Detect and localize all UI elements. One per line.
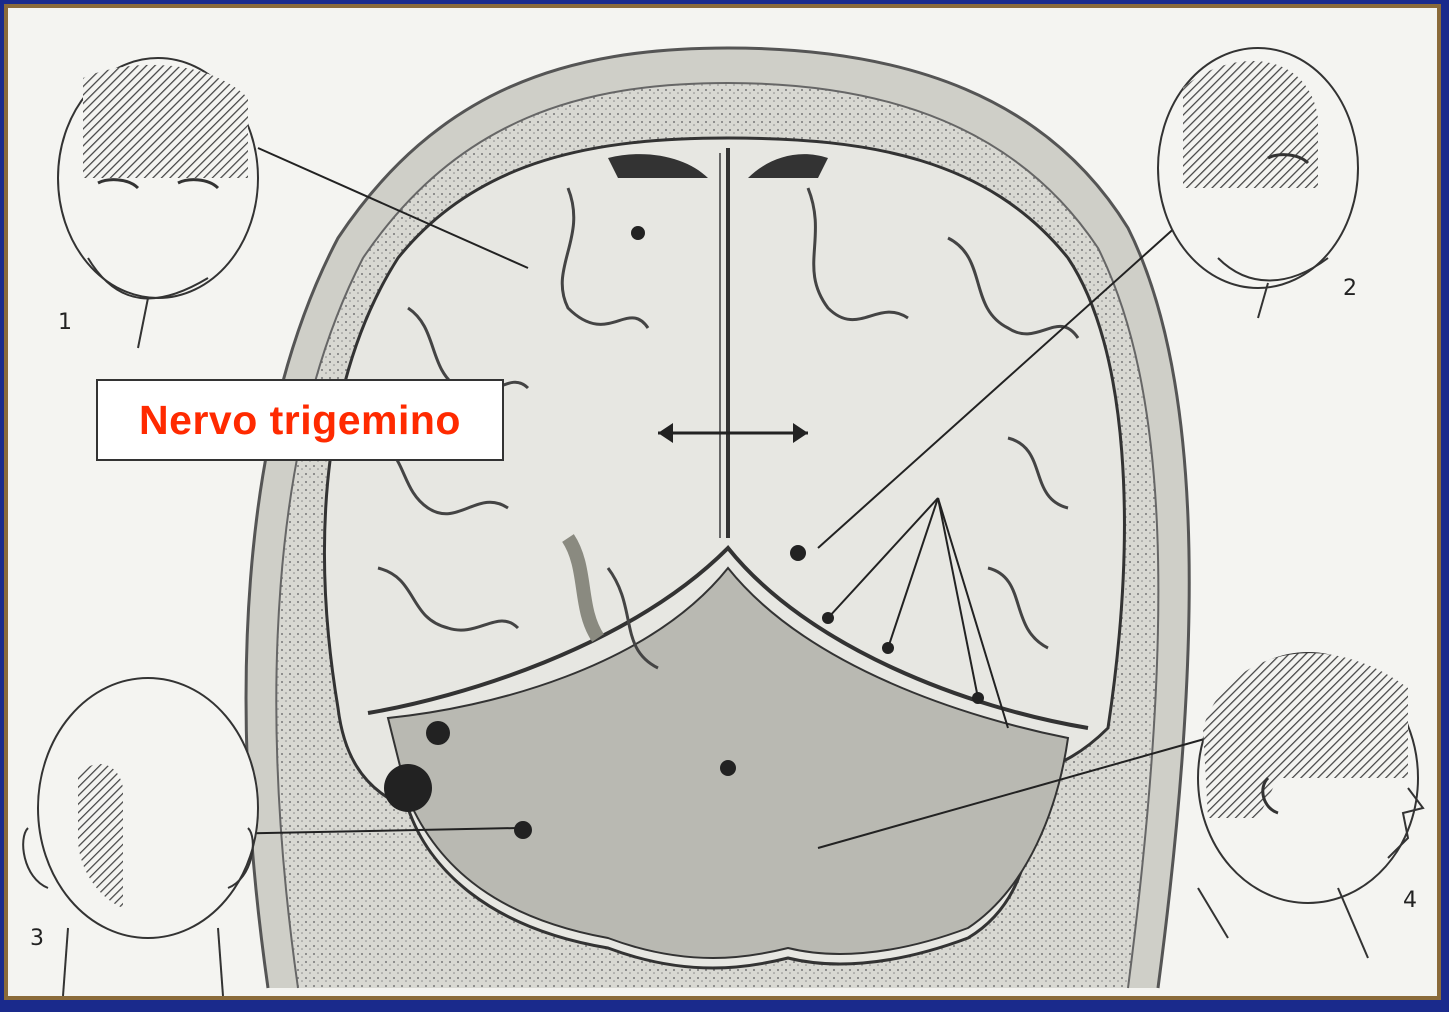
figure-number-1: 1	[58, 310, 72, 335]
label-title: Nervo trigemino	[139, 397, 461, 444]
head-2	[1158, 48, 1358, 318]
figure-number-4: 4	[1403, 888, 1417, 913]
head-1	[58, 58, 258, 348]
head-3	[23, 678, 258, 996]
figure-number-2: 2	[1343, 276, 1357, 301]
head-4	[1198, 653, 1423, 958]
bottom-strip	[0, 1000, 1449, 1012]
slide-frame: 1 2 3 4 Nervo trigemino	[4, 4, 1441, 1000]
brain-cross-section-illustration	[8, 8, 1437, 996]
label-box: Nervo trigemino	[96, 379, 504, 461]
figure-number-3: 3	[30, 926, 44, 951]
